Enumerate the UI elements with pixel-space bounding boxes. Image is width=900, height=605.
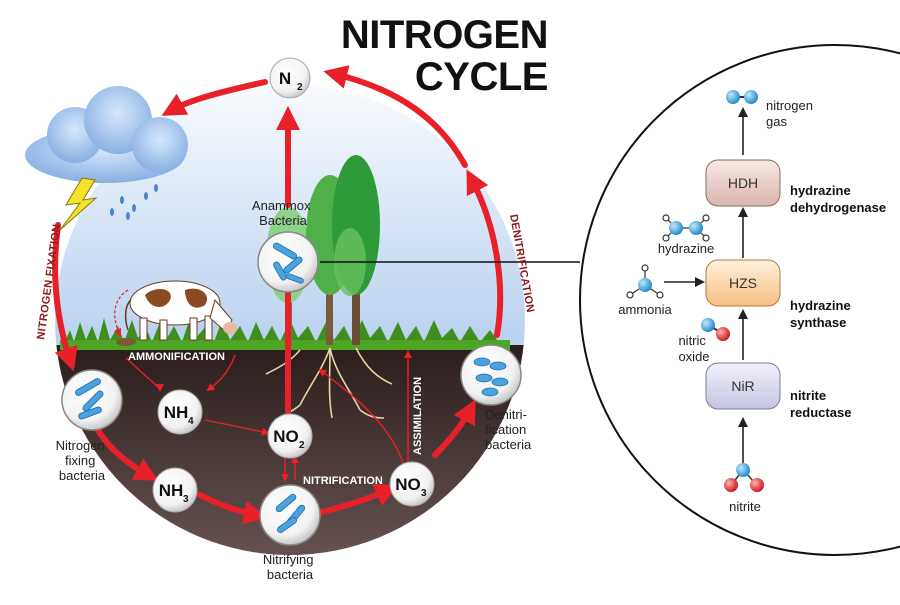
- title-line-2: CYCLE: [415, 55, 548, 99]
- molecule-nitrogen-gas-icon: [726, 90, 758, 104]
- label-ammonification: AMMONIFICATION: [128, 351, 225, 363]
- bacteria-fixing-icon: [61, 369, 123, 431]
- caption-nitrifying: Nitrifying bacteria: [263, 552, 317, 582]
- node-no3: NO 3: [389, 461, 435, 507]
- molecule-hydrazine-icon: [662, 214, 710, 242]
- svg-text:NO: NO: [395, 475, 421, 494]
- node-no2: NO 2: [267, 413, 313, 459]
- svg-text:nitrite reductase: nitrite reductase: [790, 388, 851, 420]
- bacteria-denitrifying-icon: [460, 344, 522, 406]
- label-nitrite: nitrite: [729, 499, 761, 514]
- label-hydrazine: hydrazine: [658, 241, 714, 256]
- molecule-nitrite-icon: [724, 463, 764, 492]
- title-line-1: NITROGEN: [341, 13, 548, 57]
- caption-anammox: Anammox Bacteria: [252, 198, 314, 228]
- node-n2: N 2: [269, 57, 311, 99]
- caption-denitrifying: Denitri- fication bacteria: [485, 407, 532, 452]
- svg-text:N: N: [279, 69, 291, 88]
- node-nh3: NH 3: [152, 467, 198, 513]
- svg-text:3: 3: [421, 488, 427, 499]
- cow-illustration: [124, 280, 237, 341]
- node-nh4: NH 4: [157, 389, 203, 435]
- caption-fixing: Nitrogen fixing bacteria: [56, 438, 109, 483]
- label-nitrification: NITRIFICATION: [303, 475, 383, 487]
- manure: [116, 338, 136, 346]
- svg-text:hydrazine synthase: hydrazine synthase: [790, 298, 854, 330]
- svg-text:3: 3: [183, 494, 189, 505]
- svg-text:2: 2: [299, 440, 305, 451]
- molecule-ammonia-icon: [626, 264, 664, 299]
- label-nitrogen-gas: nitrogen gas: [766, 98, 817, 129]
- svg-text:NH: NH: [159, 481, 184, 500]
- svg-text:HZS: HZS: [729, 275, 757, 291]
- rain-cloud: [25, 86, 188, 220]
- svg-text:4: 4: [188, 416, 194, 427]
- bacteria-nitrifying-icon: [259, 484, 321, 546]
- bacteria-anammox-icon: [257, 231, 319, 293]
- soil-process-arrows: [125, 350, 412, 482]
- label-assimilation: ASSIMILATION: [412, 377, 424, 455]
- svg-text:NO: NO: [273, 427, 299, 446]
- svg-text:hydrazine dehydrogenase: hydrazine dehydrogenase: [790, 183, 886, 215]
- svg-text:2: 2: [297, 82, 303, 93]
- molecule-nitric-oxide-icon: [701, 318, 730, 341]
- enzyme-hdh: HDH hydrazine dehydrogenase: [705, 159, 886, 215]
- cycle-arrows: [52, 65, 504, 525]
- lightning-bolt-icon: [59, 177, 98, 231]
- svg-text:HDH: HDH: [728, 175, 758, 191]
- manure-arrow: [113, 289, 129, 337]
- svg-text:NiR: NiR: [731, 378, 754, 394]
- label-ammonia: ammonia: [618, 302, 672, 317]
- enzyme-hzs: HZS hydrazine synthase: [705, 259, 854, 330]
- label-nitric-oxide: nitric oxide: [678, 333, 709, 364]
- enzyme-nir: NiR nitrite reductase: [705, 362, 851, 420]
- svg-text:NH: NH: [164, 403, 189, 422]
- plant-roots: [265, 347, 393, 421]
